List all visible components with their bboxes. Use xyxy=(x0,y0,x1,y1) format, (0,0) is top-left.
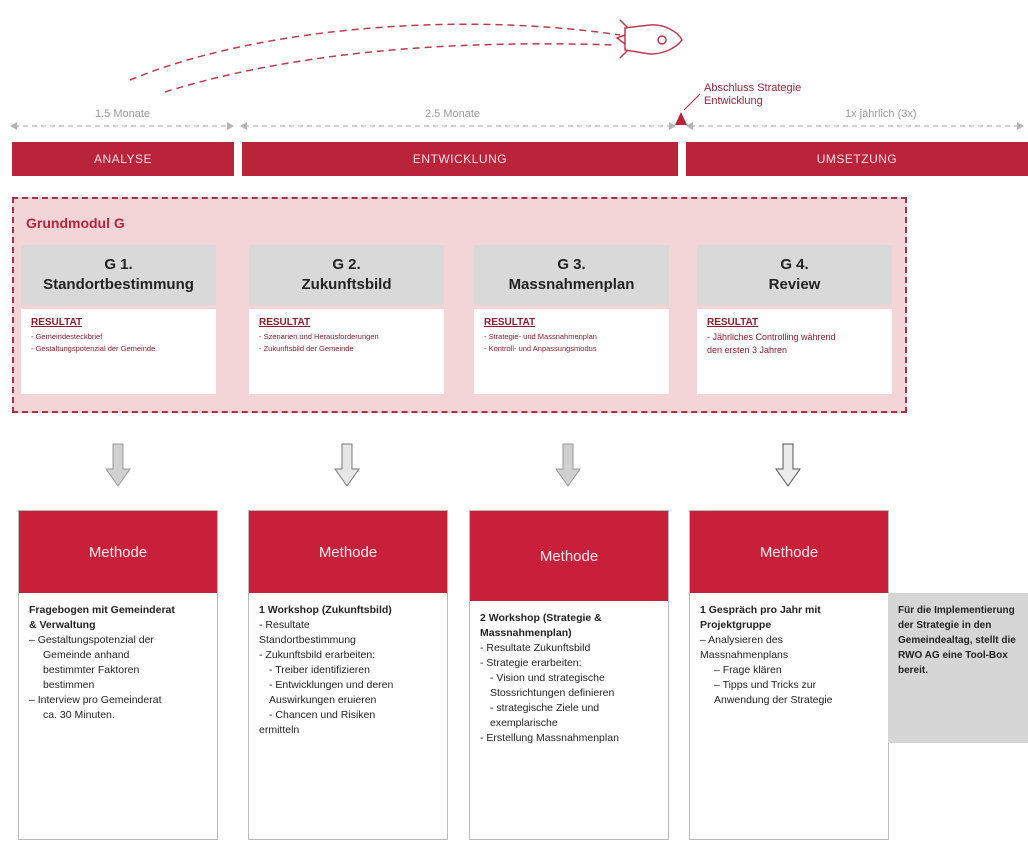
method-line: bestimmen xyxy=(43,679,95,691)
method-title: Massnahmenplan) xyxy=(480,627,572,639)
method-line: – Frage klären xyxy=(714,664,782,676)
milestone-label: Abschluss Strategie Entwicklung xyxy=(704,82,802,107)
duration-entwicklung: 2.5 Monate xyxy=(425,108,481,120)
method-line: – Interview pro Gemeinderat xyxy=(29,694,162,706)
phase-umsetzung: UMSETZUNG xyxy=(686,142,1028,176)
method-line: Stossrichtungen definieren xyxy=(490,687,615,699)
method-title: 1 Gespräch pro Jahr mit xyxy=(700,604,821,616)
toolbox-note: Für die Implementierung der Strategie in… xyxy=(888,593,1028,743)
method-heading: Methode xyxy=(690,511,888,593)
method-line: – Analysieren des xyxy=(700,634,783,646)
rocket-trail-graphic xyxy=(10,19,1024,130)
duration-analyse: 1.5 Monate xyxy=(95,108,151,120)
down-arrow-icon xyxy=(105,443,131,487)
duration-umsetzung: 1x jährlich (3x) xyxy=(845,108,917,120)
method-card-1: Methode Fragebogen mit Gemeinderat & Verw… xyxy=(18,510,218,840)
method-line: - Resultate xyxy=(259,619,310,631)
method-line: - Vision und strategische xyxy=(490,672,605,684)
module-card-g3: G 3.Massnahmenplan RESULTAT - Strategie-… xyxy=(474,245,669,395)
method-line: – Tipps und Tricks zur xyxy=(714,679,817,691)
method-heading: Methode xyxy=(19,511,217,593)
down-arrow-icon xyxy=(334,443,360,487)
module-card-g2: G 2.Zukunftsbild RESULTAT - Szenarien un… xyxy=(249,245,444,395)
phase-analyse: ANALYSE xyxy=(12,142,234,176)
method-line: ca. 30 Minuten. xyxy=(43,709,115,721)
phase-entwicklung: ENTWICKLUNG xyxy=(242,142,678,176)
method-line: Auswirkungen eruieren xyxy=(269,694,377,706)
module-card-g4: G 4.Review RESULTAT - Jährliches Control… xyxy=(697,245,892,395)
milestone-triangle xyxy=(675,112,687,125)
down-arrow-icon xyxy=(555,443,581,487)
method-body: Fragebogen mit Gemeinderat & Verwaltung – … xyxy=(19,593,217,733)
method-line: - Strategie erarbeiten: xyxy=(480,657,582,669)
method-line: bestimmter Faktoren xyxy=(43,664,140,676)
method-line: - Chancen und Risiken xyxy=(269,709,376,721)
method-title: 1 Workshop (Zukunftsbild) xyxy=(259,604,392,616)
method-line: - Erstellung Massnahmenplan xyxy=(480,732,619,744)
method-line: exemplarische xyxy=(490,717,558,729)
method-line: - Zukunftsbild erarbeiten: xyxy=(259,649,376,661)
grundmodul-container: Grundmodul G G 1.Standortbestimmung RESU… xyxy=(12,197,907,413)
method-title: Fragebogen mit Gemeinderat xyxy=(29,604,175,616)
down-arrow-icon xyxy=(775,443,801,487)
method-title: & Verwaltung xyxy=(29,619,96,631)
module-card-g1: G 1.Standortbestimmung RESULTAT - Gemein… xyxy=(21,245,216,395)
method-title: Projektgruppe xyxy=(700,619,772,631)
method-line: Anwendung der Strategie xyxy=(714,694,833,706)
method-heading: Methode xyxy=(470,511,668,601)
rocket-icon xyxy=(615,19,683,59)
method-line: Massnahmenplans xyxy=(700,649,789,661)
method-line: ermitteln xyxy=(259,724,300,736)
method-body: 2 Workshop (Strategie & Massnahmenplan) - … xyxy=(470,601,668,756)
method-line: Standortbestimmung xyxy=(259,634,356,646)
method-line: - Entwicklungen und deren xyxy=(269,679,394,691)
method-line: - Treiber identifizieren xyxy=(269,664,370,676)
method-line: - strategische Ziele und xyxy=(490,702,600,714)
method-card-3: Methode 2 Workshop (Strategie & Massnahme… xyxy=(469,510,669,840)
method-line: - Resultate Zukunftsbild xyxy=(480,642,591,654)
method-line: Gemeinde anhand xyxy=(43,649,130,661)
method-line: – Gestaltungspotenzial der xyxy=(29,634,154,646)
method-title: 2 Workshop (Strategie & xyxy=(480,612,602,624)
method-heading: Methode xyxy=(249,511,447,593)
module-title: Grundmodul G xyxy=(26,215,125,231)
method-card-2: Methode 1 Workshop (Zukunftsbild) - Resul… xyxy=(248,510,448,840)
